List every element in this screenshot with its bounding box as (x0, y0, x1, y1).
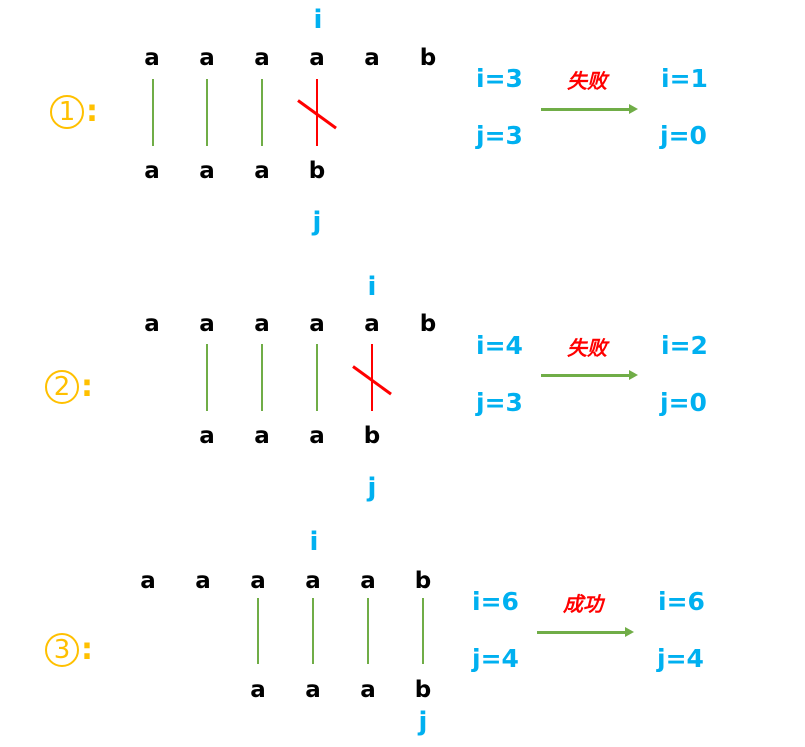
arrow-right-icon (541, 104, 638, 114)
match-line (312, 598, 314, 664)
before-i: i=3 (476, 64, 523, 93)
match-line (152, 79, 154, 146)
main-char: b (419, 311, 437, 337)
before-i: i=6 (472, 587, 519, 616)
main-char: a (199, 311, 215, 337)
main-char: a (364, 311, 380, 337)
match-line (206, 79, 208, 146)
main-char: a (309, 45, 325, 71)
step-1-label: 1: (50, 94, 98, 129)
pattern-char: b (414, 677, 432, 703)
main-char: b (414, 568, 432, 594)
pattern-char: a (360, 677, 376, 703)
step-number-circle: 3 (45, 632, 79, 667)
pattern-char: a (305, 677, 321, 703)
pointer-i: i (367, 272, 377, 302)
match-line (261, 344, 263, 411)
pattern-char: a (199, 158, 215, 184)
pattern-char: a (309, 423, 325, 449)
main-char: a (254, 311, 270, 337)
step-3-label: 3: (45, 632, 93, 667)
pointer-j: j (312, 207, 322, 237)
main-char: a (144, 45, 160, 71)
main-char: a (140, 568, 156, 594)
match-line (422, 598, 424, 664)
main-char: a (250, 568, 266, 594)
pattern-char: a (144, 158, 160, 184)
main-char: a (305, 568, 321, 594)
pattern-char: a (250, 677, 266, 703)
after-j: j=0 (660, 388, 707, 417)
before-j: j=3 (476, 388, 523, 417)
step-2-label: 2: (45, 369, 93, 404)
after-j: j=4 (657, 644, 704, 673)
arrow-right-icon (537, 627, 634, 637)
main-char: a (364, 45, 380, 71)
before-j: j=4 (472, 644, 519, 673)
main-char: a (144, 311, 160, 337)
step-number-circle: 1 (50, 94, 84, 129)
before-i: i=4 (476, 331, 523, 360)
pointer-i: i (309, 527, 319, 557)
after-i: i=1 (661, 64, 708, 93)
before-j: j=3 (476, 121, 523, 150)
result-label: 失败 (567, 336, 607, 360)
main-char: a (254, 45, 270, 71)
pattern-char: b (363, 423, 381, 449)
match-line (367, 598, 369, 664)
pattern-char: a (254, 158, 270, 184)
after-i: i=2 (661, 331, 708, 360)
match-line (257, 598, 259, 664)
pointer-j: j (367, 473, 377, 503)
main-char: b (419, 45, 437, 71)
main-char: a (360, 568, 376, 594)
match-line (261, 79, 263, 146)
result-label: 成功 (563, 592, 603, 616)
pattern-char: b (308, 158, 326, 184)
pattern-char: a (199, 423, 215, 449)
step-number-circle: 2 (45, 369, 79, 404)
after-j: j=0 (660, 121, 707, 150)
result-label: 失败 (567, 69, 607, 93)
match-line (316, 344, 318, 411)
after-i: i=6 (658, 587, 705, 616)
main-char: a (309, 311, 325, 337)
pointer-j: j (418, 707, 428, 737)
match-line (206, 344, 208, 411)
pointer-i: i (313, 5, 323, 35)
pattern-char: a (254, 423, 270, 449)
main-char: a (199, 45, 215, 71)
arrow-right-icon (541, 370, 638, 380)
main-char: a (195, 568, 211, 594)
